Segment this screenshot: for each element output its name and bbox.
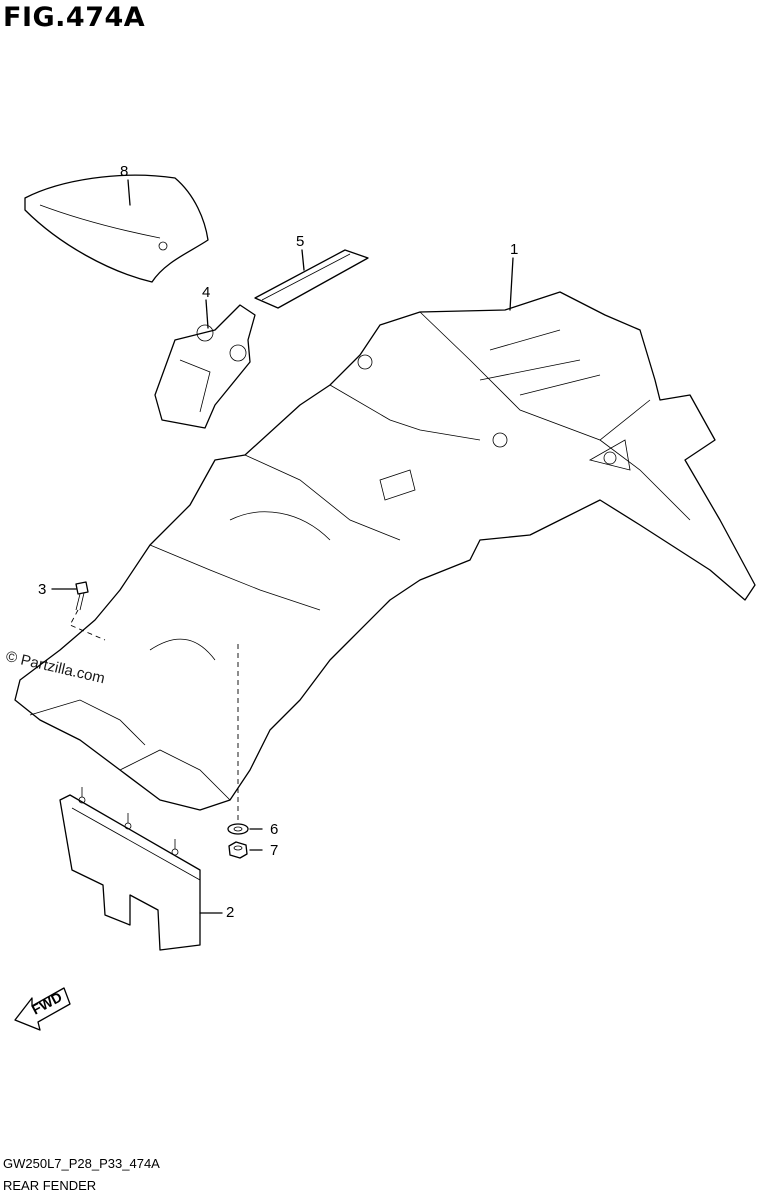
callout-4: 4 bbox=[202, 284, 211, 301]
part-3-bolt[interactable] bbox=[75, 581, 89, 611]
leader-8 bbox=[127, 179, 131, 206]
part-7-nut[interactable] bbox=[228, 841, 248, 859]
callout-7: 7 bbox=[270, 842, 279, 859]
part-4-bracket[interactable] bbox=[154, 304, 256, 429]
part-5-strap[interactable] bbox=[254, 249, 369, 309]
callout-2: 2 bbox=[226, 904, 235, 921]
callout-3: 3 bbox=[38, 581, 47, 598]
figure-code: GW250L7_P28_P33_474A bbox=[3, 1156, 160, 1171]
part-8-tool-bag[interactable] bbox=[24, 174, 209, 283]
part-1-rear-fender[interactable] bbox=[14, 291, 756, 811]
fwd-arrow-icon: FWD bbox=[14, 987, 71, 1031]
callout-8: 8 bbox=[120, 163, 129, 180]
figure-name: REAR FENDER bbox=[3, 1178, 97, 1193]
part-2-mud-flap[interactable] bbox=[59, 787, 201, 951]
part-6-washer[interactable] bbox=[227, 823, 249, 835]
leader-4 bbox=[205, 299, 209, 329]
callout-5: 5 bbox=[296, 233, 305, 250]
leader-1 bbox=[509, 257, 514, 311]
figure-title: FIG.474A bbox=[3, 2, 146, 33]
callout-6: 6 bbox=[270, 821, 279, 838]
leader-5 bbox=[301, 249, 305, 271]
callout-1: 1 bbox=[510, 241, 519, 258]
